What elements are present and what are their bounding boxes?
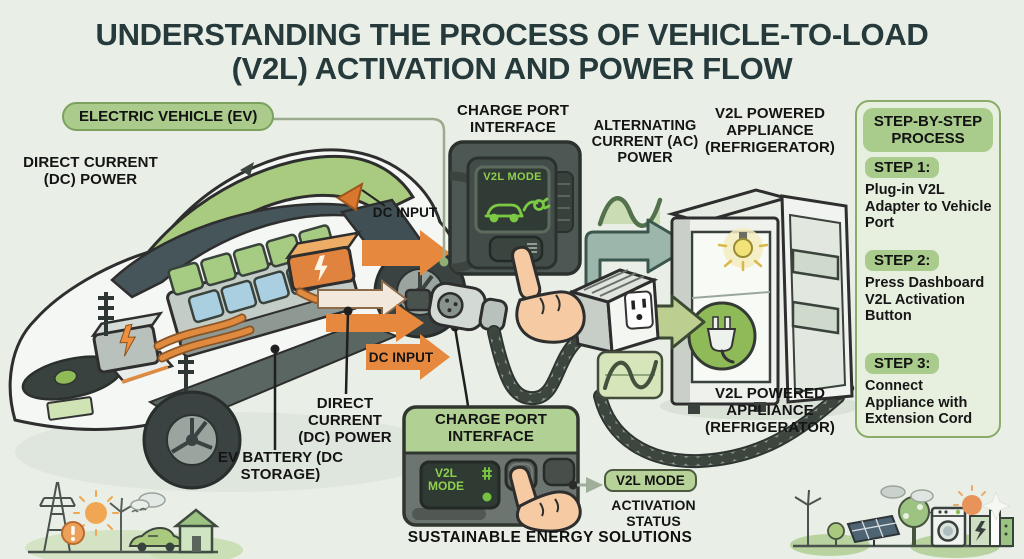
plug-badge <box>687 301 757 371</box>
cloud-icon <box>130 492 166 511</box>
step-2-pill: STEP 2: <box>865 250 940 271</box>
page-title: UNDERSTANDING THE PROCESS OF VEHICLE-TO-… <box>0 18 1024 86</box>
ev-leader-dot <box>439 257 449 267</box>
sparkle-icon <box>980 490 1012 522</box>
warning-icon <box>61 521 85 545</box>
v2l-mode-screen-top: V2L MODE <box>483 171 542 183</box>
refrigerator-illustration <box>666 188 854 414</box>
ac-arrow-teal <box>584 218 694 298</box>
v2l-screen <box>419 460 501 510</box>
power-tower-icon <box>39 481 76 553</box>
fridge-door <box>780 194 854 404</box>
charge-port-bottom-label: CHARGE PORT INTERFACE <box>435 411 547 445</box>
cloud-icon <box>880 485 934 503</box>
lightning-icon <box>314 254 328 282</box>
appliance-bottom-label: V2L POWERED APPLIANCE (REFRIGERATOR) <box>704 385 835 436</box>
dc-power-mid-label: DIRECT CURRENT (DC) POWER <box>298 395 392 446</box>
charger-box <box>284 231 362 292</box>
dc-input-top-label: DC INPUT <box>372 205 438 220</box>
ev-battery-label: EV BATTERY (DC STORAGE) <box>217 449 344 483</box>
front-wheel <box>142 390 242 490</box>
ev-car-illustration <box>8 148 467 490</box>
tree-icon <box>827 522 845 546</box>
wind-turbine-icon <box>109 497 134 552</box>
step-3: STEP 3: Connect Appliance with Extension… <box>865 353 995 428</box>
footer-tagline: SUSTAINABLE ENERGY SOLUTIONS <box>407 529 693 546</box>
air-vent <box>542 457 576 487</box>
v2l-mode-status-pill: V2L MODE <box>604 469 697 492</box>
fridge-shelf <box>691 291 771 299</box>
dashboard-panel-top <box>448 140 586 344</box>
door-bin <box>791 248 840 281</box>
dc-flow-arrows <box>317 189 450 380</box>
ev-label-pill: ELECTRIC VEHICLE (EV) <box>62 102 275 131</box>
eco-scene-right <box>790 485 1014 558</box>
dc-arrow-1 <box>362 230 450 276</box>
step-3-pill: STEP 3: <box>865 353 940 374</box>
outlet-socket <box>623 290 654 330</box>
step-1: STEP 1: Plug-in V2L Adapter to Vehicle P… <box>865 157 995 232</box>
birds-icon <box>131 507 147 513</box>
eco-scene-left <box>25 481 243 559</box>
inverter-box <box>90 311 164 374</box>
door-bin <box>791 300 840 335</box>
sun-icon <box>73 490 119 536</box>
charge-port-top-label: CHARGE PORT INTERFACE <box>457 102 569 136</box>
hand-pressing <box>509 465 582 533</box>
bulb-icon <box>717 228 769 272</box>
house-icon <box>172 508 220 554</box>
step-1-pill: STEP 1: <box>865 157 940 178</box>
solar-panel-icon <box>846 514 901 546</box>
title-line-1: UNDERSTANDING THE PROCESS OF VEHICLE-TO-… <box>95 17 929 52</box>
dc-input-leader <box>361 189 386 207</box>
wind-turbine-icon <box>794 489 822 546</box>
lightning-icon <box>119 323 137 357</box>
dc-arrow-2 <box>326 304 424 342</box>
dashboard-panel-bottom <box>402 405 582 533</box>
hand-pressing <box>511 245 586 344</box>
dc-power-leader <box>344 310 350 395</box>
activation-status-label: ACTIVATION STATUS <box>611 497 696 529</box>
ev-label-leader <box>262 117 446 258</box>
step-1-text: Plug-in V2L Adapter to Vehicle Port <box>865 182 992 231</box>
step-3-text: Connect Appliance with Extension Cord <box>865 378 973 427</box>
leader-lines <box>262 117 470 450</box>
braided-cable-1 <box>487 325 585 406</box>
step-2-text: Press Dashboard V2L Activation Button <box>865 275 985 324</box>
headlight-accent <box>121 365 169 384</box>
dc-power-left-label: DIRECT CURRENT (DC) POWER <box>23 154 158 188</box>
step-2: STEP 2: Press Dashboard V2L Activation B… <box>865 250 995 325</box>
steps-panel: STEP-BY-STEP PROCESS STEP 1: Plug-in V2L… <box>855 100 1001 438</box>
washing-machine-icon <box>930 506 967 548</box>
dc-arrow-3 <box>366 334 450 380</box>
ac-power-label: ALTERNATING CURRENT (AC) POWER <box>591 118 699 167</box>
sun-icon <box>953 485 986 515</box>
dc-input-bottom-label: DC INPUT <box>368 350 434 365</box>
car-antenna <box>240 162 254 176</box>
dc-arrow-outline <box>317 279 408 319</box>
vehicle-charge-port <box>404 288 432 312</box>
car-plug-icon <box>484 197 551 223</box>
status-pointer <box>568 477 603 493</box>
charge-port-flap <box>336 181 364 212</box>
steps-panel-title: STEP-BY-STEP PROCESS <box>863 108 993 152</box>
license-plate <box>46 396 94 421</box>
appliance-top-label: V2L POWERED APPLIANCE (REFRIGERATOR) <box>704 105 835 156</box>
plug-icon <box>706 328 737 353</box>
title-line-2: (V2L) ACTIVATION AND POWER FLOW <box>231 51 793 86</box>
screen-indicators <box>482 467 492 502</box>
energy-storage-icon <box>969 509 1014 547</box>
charge-port-leader <box>453 326 470 407</box>
v2l-mode-screen-bottom: V2L MODE <box>428 466 464 493</box>
ac-sine-box-icon <box>596 350 664 400</box>
braided-cable-2 <box>593 377 855 469</box>
